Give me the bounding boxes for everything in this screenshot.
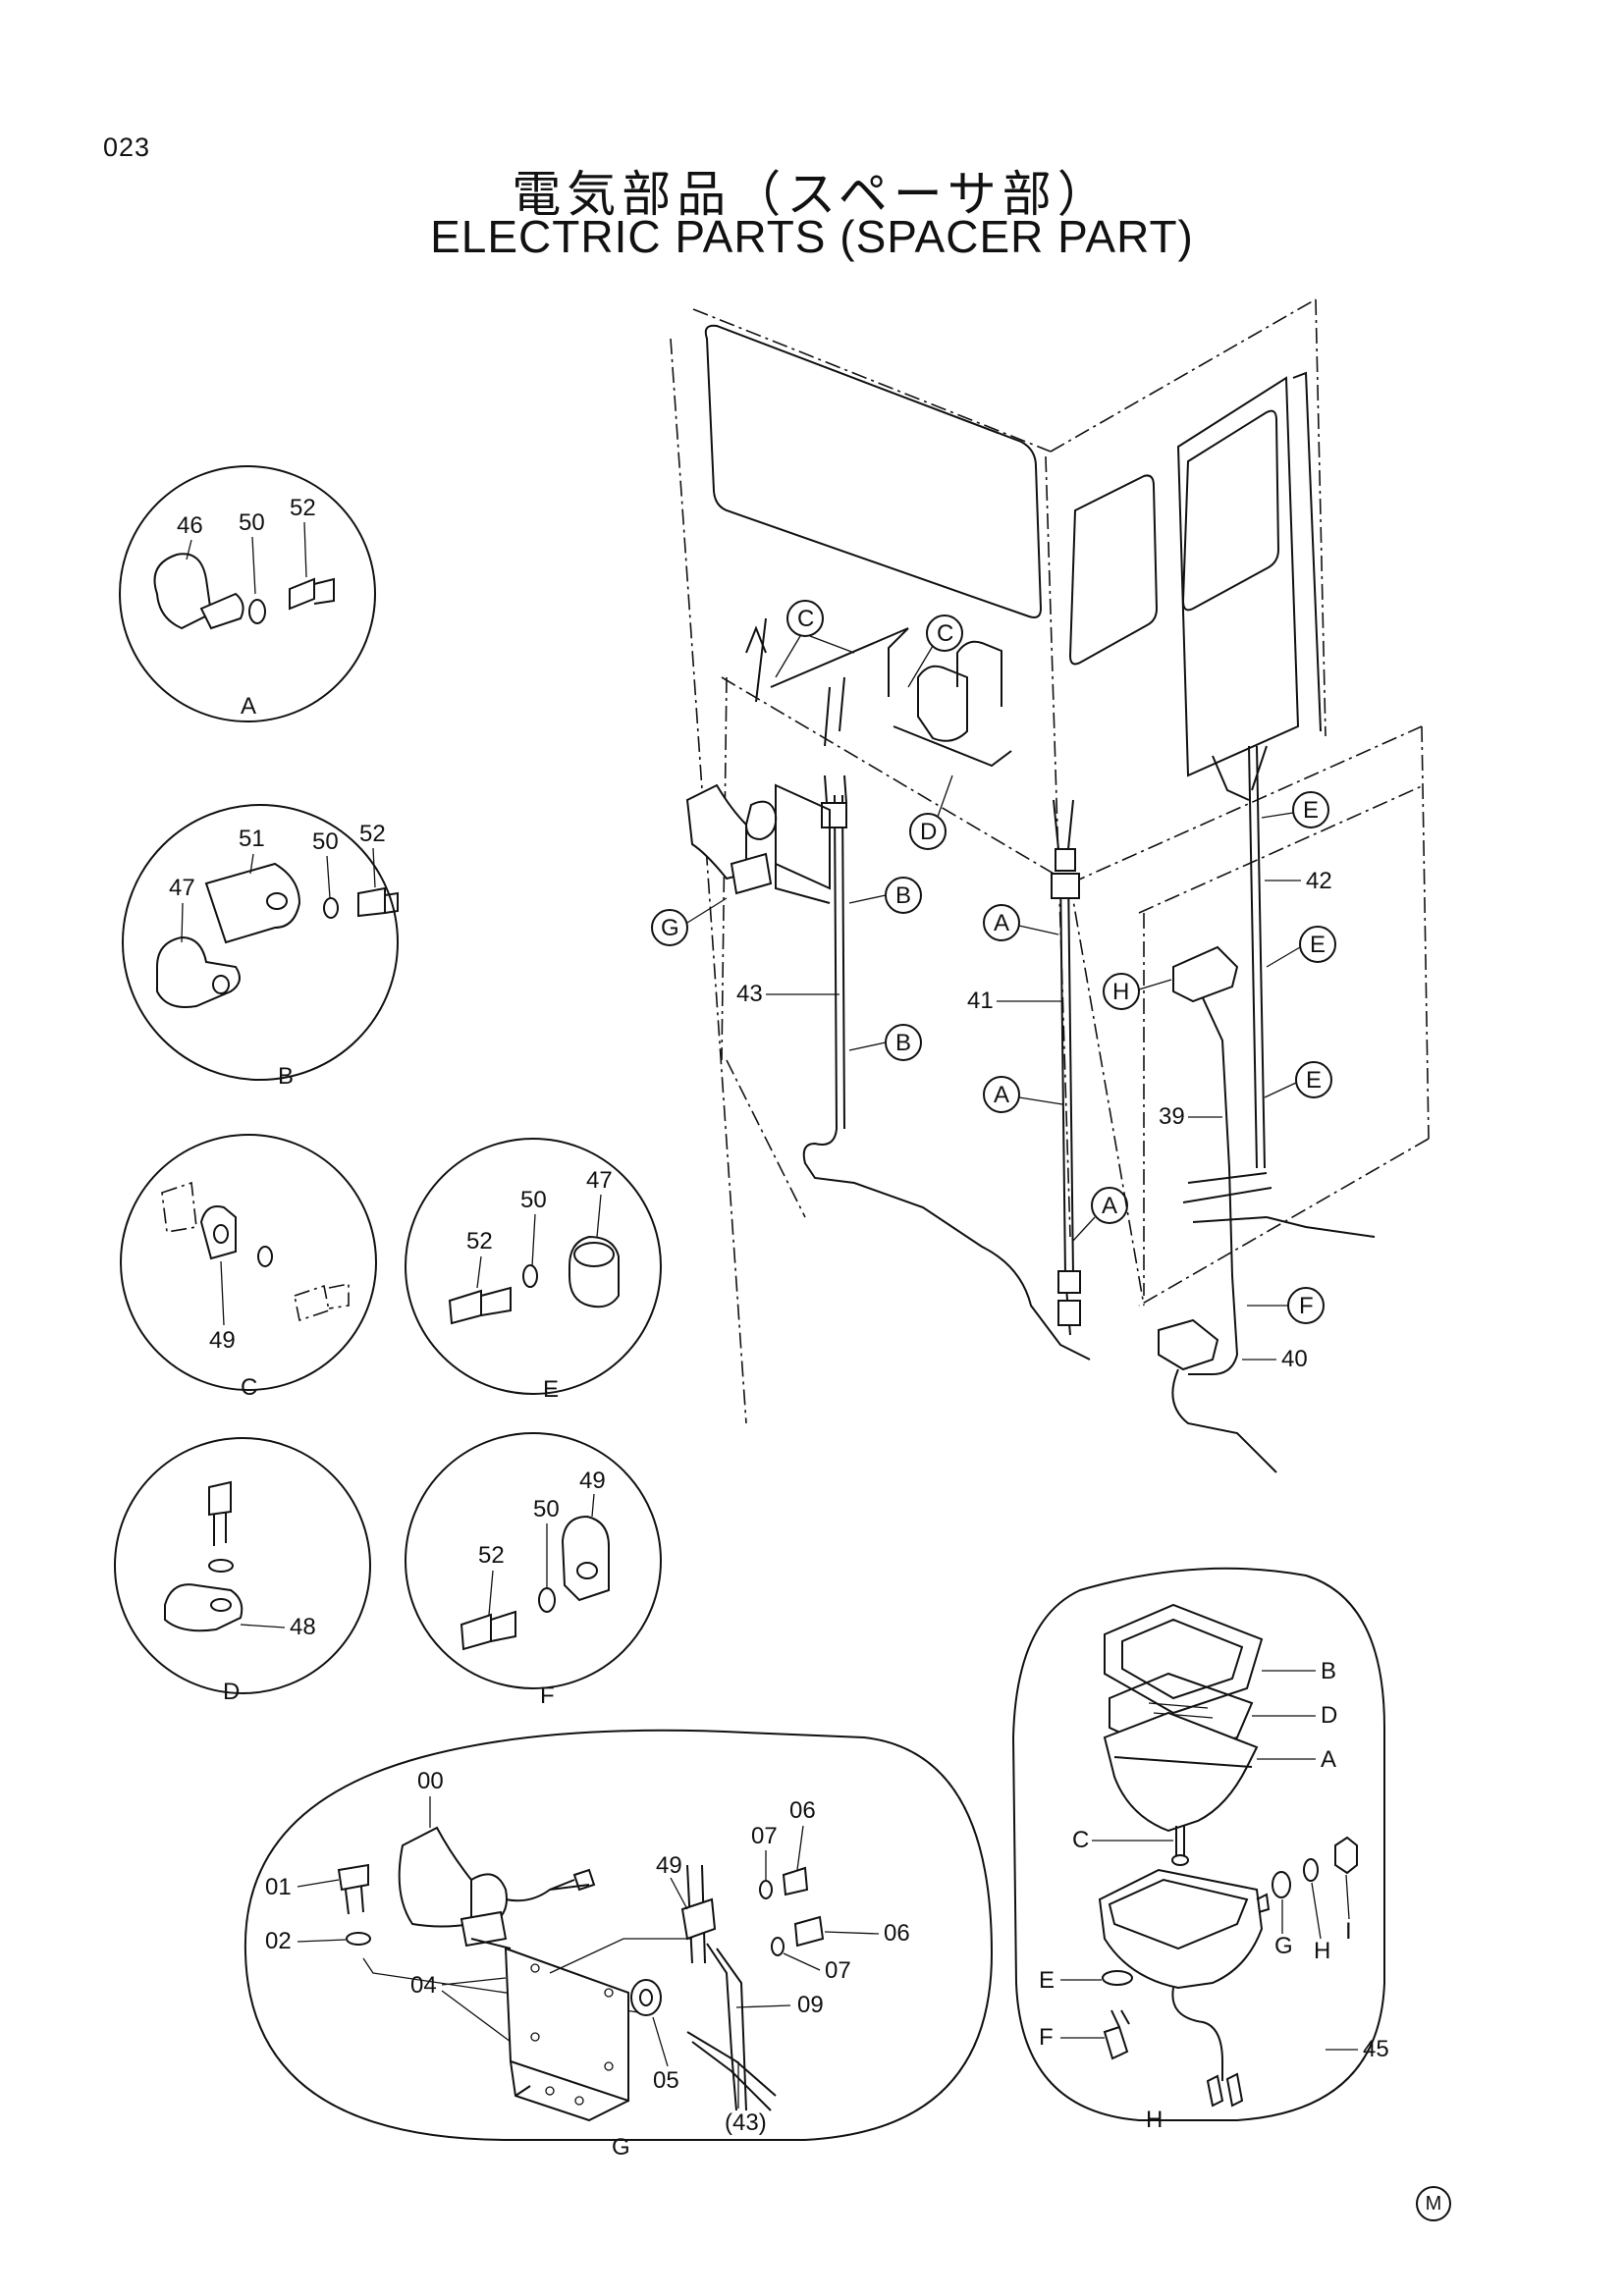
detail-H-part-G: G	[1274, 1933, 1293, 1959]
detail-H-part-A: A	[1321, 1746, 1336, 1773]
cab-assembly	[670, 298, 1430, 1424]
detail-F: 49 50 52 F	[405, 1432, 662, 1709]
callout-E-1-label: E	[1303, 797, 1319, 824]
detail-G-part-01: 01	[265, 1874, 292, 1900]
callout-C-1: C	[775, 600, 855, 678]
page-number: 023	[103, 133, 151, 162]
callout-B-1-label: B	[895, 882, 911, 909]
callout-F: F	[1247, 1287, 1325, 1324]
part-label-40: 40	[1281, 1346, 1308, 1372]
detail-D-part-48: 48	[290, 1614, 316, 1640]
detail-H-part-45: 45	[1363, 2036, 1389, 2062]
detail-G-part-02: 02	[265, 1928, 292, 1954]
detail-A: 46 50 52 A	[119, 465, 376, 722]
detail-C-part-49: 49	[209, 1327, 236, 1354]
detail-B-part-47: 47	[169, 875, 195, 901]
detail-G-caption: G	[612, 2134, 630, 2161]
callout-G-label: G	[661, 915, 679, 941]
detail-G-part-07-a: 07	[751, 1823, 778, 1849]
page-title-japanese: 電気部品（スペーサ部）	[512, 166, 1112, 223]
detail-G-part-04: 04	[410, 1972, 437, 1999]
detail-E-part-52: 52	[466, 1228, 493, 1255]
detail-F-part-49: 49	[579, 1468, 606, 1494]
callout-G: G	[651, 897, 728, 946]
detail-G-part-06-a: 06	[789, 1797, 816, 1824]
detail-H-caption: H	[1146, 2107, 1163, 2133]
callout-B-1: B	[848, 877, 922, 914]
callout-A-1: A	[983, 904, 1059, 941]
callout-D: D	[909, 774, 953, 850]
detail-B: 51 50 52 47 B	[122, 804, 399, 1090]
detail-G-part-43-ref: (43)	[725, 2109, 767, 2136]
callout-E-3-label: E	[1306, 1067, 1322, 1094]
detail-E-part-50: 50	[520, 1187, 547, 1213]
callout-C-1-label: C	[797, 606, 814, 632]
detail-H-part-E: E	[1039, 1967, 1055, 1994]
callout-E-3: E	[1264, 1061, 1332, 1098]
page-title-english: ELECTRIC PARTS (SPACER PART)	[430, 211, 1194, 262]
detail-A-part-46: 46	[177, 512, 203, 539]
callout-E-1: E	[1261, 791, 1329, 828]
detail-B-part-51: 51	[239, 826, 265, 852]
detail-C-caption: C	[241, 1374, 257, 1401]
detail-B-part-52: 52	[359, 821, 386, 847]
detail-A-part-50: 50	[239, 509, 265, 536]
callout-H-label: H	[1112, 979, 1129, 1005]
callout-B-2-label: B	[895, 1030, 911, 1056]
callout-E-2-label: E	[1310, 932, 1326, 958]
callout-H: H	[1103, 973, 1172, 1010]
horn-assembly	[685, 783, 831, 904]
callout-E-2: E	[1266, 926, 1336, 968]
part-label-42: 42	[1306, 868, 1332, 894]
main-callouts: C C D G B B A A	[651, 600, 1336, 1324]
part-label-39: 39	[1159, 1103, 1185, 1130]
detail-G-part-05: 05	[653, 2067, 679, 2094]
detail-G-part-07-b: 07	[825, 1957, 851, 1984]
detail-F-part-50: 50	[533, 1496, 560, 1522]
callout-A-1-label: A	[994, 910, 1009, 936]
callout-A-2-label: A	[994, 1082, 1009, 1108]
detail-H-part-C: C	[1072, 1827, 1089, 1853]
copyright-mark: M	[1416, 2186, 1451, 2221]
detail-A-part-52: 52	[290, 495, 316, 521]
part-label-43: 43	[736, 981, 763, 1007]
callout-B-2: B	[848, 1024, 922, 1061]
detail-B-caption: B	[278, 1063, 294, 1090]
detail-H-part-I: I	[1345, 1918, 1352, 1945]
callout-D-label: D	[920, 819, 937, 845]
callout-A-3-label: A	[1102, 1193, 1117, 1219]
part-label-41: 41	[967, 988, 994, 1014]
callout-F-label: F	[1299, 1293, 1314, 1319]
detail-H-part-H: H	[1314, 1938, 1330, 1964]
detail-A-caption: A	[241, 693, 256, 720]
detail-G-part-09: 09	[797, 1992, 824, 2018]
detail-E: 50 47 52 E	[405, 1138, 662, 1403]
callout-A-3: A	[1071, 1187, 1128, 1243]
detail-D: 48 D	[114, 1437, 371, 1705]
callout-C-2: C	[907, 614, 963, 688]
detail-H-part-F: F	[1039, 2024, 1054, 2051]
callout-C-2-label: C	[937, 620, 953, 647]
detail-H: B D A C G H I E F 45 H	[1011, 1567, 1389, 2133]
detail-E-caption: E	[543, 1376, 559, 1403]
detail-F-caption: F	[540, 1682, 555, 1709]
detail-H-part-B: B	[1321, 1658, 1336, 1684]
detail-B-part-50: 50	[312, 828, 339, 855]
detail-G-part-00: 00	[417, 1768, 444, 1794]
main-part-labels: 42 43 41 39 40	[736, 868, 1332, 1372]
detail-C: 49 C	[120, 1134, 377, 1401]
detail-D-caption: D	[223, 1679, 240, 1705]
detail-H-part-D: D	[1321, 1702, 1337, 1729]
callout-A-2: A	[983, 1076, 1063, 1113]
detail-G-part-49: 49	[656, 1852, 682, 1879]
detail-F-part-52: 52	[478, 1542, 505, 1569]
detail-G-part-06-b: 06	[884, 1920, 910, 1947]
detail-E-part-47: 47	[586, 1167, 613, 1194]
detail-G: 00 01 02 04 05 49 07 06 06 07 09 (43) G	[244, 1729, 994, 2161]
